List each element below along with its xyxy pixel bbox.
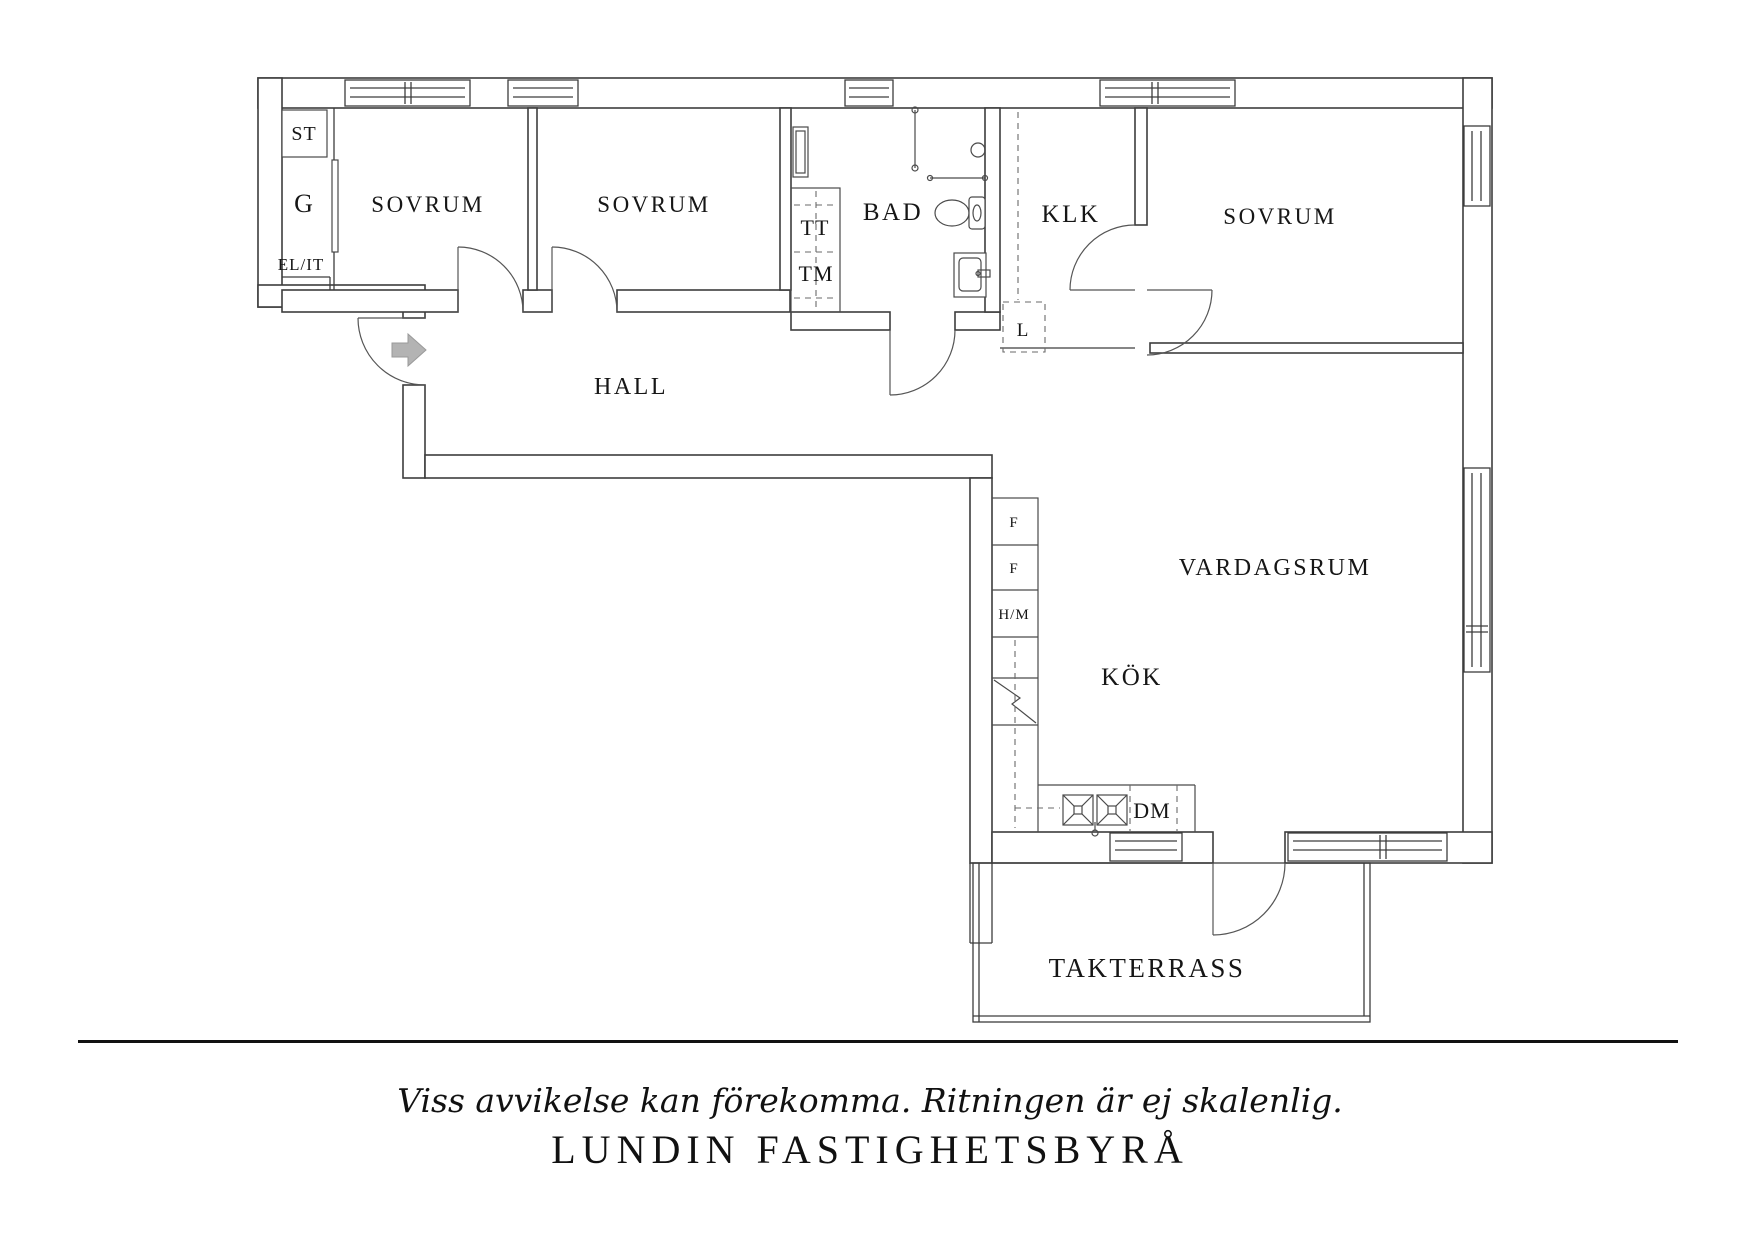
door-bad: [889, 329, 956, 396]
label-hm: H/M: [998, 607, 1029, 623]
entry-arrow-icon: [391, 332, 427, 368]
window-right-upper: [1463, 125, 1491, 207]
door-sovrum3: [1146, 289, 1213, 356]
label-elit: EL/IT: [278, 255, 325, 274]
room-label-vardagsrum: VARDAGSRUM: [1179, 555, 1372, 581]
terrace-outline: [972, 862, 1371, 1023]
room-label-klk: KLK: [1042, 201, 1101, 228]
door-klk: [1069, 224, 1136, 291]
footer-brand: LUNDIN FASTIGHETSBYRÅ: [551, 1127, 1188, 1172]
window-sovrum1: [344, 79, 471, 107]
room-label-takterrass: TAKTERRASS: [1049, 953, 1246, 983]
window-sovrum3: [1099, 79, 1236, 107]
kitchen-fixtures: [991, 497, 1196, 837]
room-label-sovrum-3: SOVRUM: [1223, 204, 1336, 229]
label-st: ST: [291, 123, 316, 145]
label-l: L: [1017, 320, 1030, 341]
label-g: G: [294, 189, 314, 218]
doors: [357, 224, 1286, 936]
footer: Viss avvikelse kan förekomma. Ritningen …: [78, 1040, 1678, 1172]
room-label-hall: HALL: [594, 374, 668, 400]
footer-divider: [78, 1040, 1678, 1043]
label-tm: TM: [799, 261, 834, 286]
windows: [344, 79, 1491, 862]
window-bottom-kitchen: [1109, 832, 1183, 862]
window-bad: [844, 79, 894, 107]
label-dm: DM: [1133, 798, 1170, 823]
entry-door: [357, 317, 426, 386]
room-label-sovrum-2: SOVRUM: [597, 192, 710, 217]
kitchen-sink-icon: [1062, 794, 1128, 837]
door-sovrum2: [551, 246, 618, 313]
window-bottom-vardagsrum: [1287, 832, 1448, 862]
shower-icon: [911, 106, 989, 182]
washbasin-icon: [953, 252, 991, 298]
hall-closet: [281, 108, 339, 290]
label-tt: TT: [801, 215, 830, 240]
window-sovrum2: [507, 79, 579, 107]
door-terrace: [1212, 862, 1286, 936]
window-right-lower: [1463, 467, 1491, 673]
door-sovrum1: [457, 246, 524, 313]
laundry-closet: [790, 126, 841, 313]
toilet-icon: [934, 196, 986, 230]
room-label-sovrum-1: SOVRUM: [371, 192, 484, 217]
room-label-bad: BAD: [863, 199, 923, 226]
klk-wardrobe: [1002, 112, 1046, 353]
bathroom-fixtures: [911, 106, 991, 298]
label-f1: F: [1009, 515, 1018, 531]
label-f2: F: [1009, 561, 1018, 577]
room-label-kok: KÖK: [1101, 664, 1163, 691]
footer-disclaimer: Viss avvikelse kan förekomma. Ritningen …: [397, 1081, 1343, 1120]
